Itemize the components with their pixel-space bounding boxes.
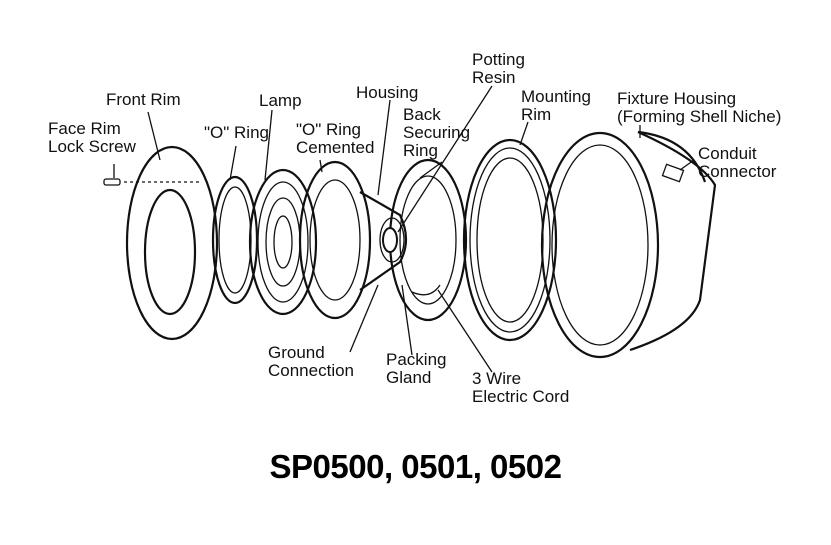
label-potting-resin: Potting Resin bbox=[472, 50, 525, 87]
mounting-rim-shape bbox=[462, 138, 558, 342]
fixture-housing-shape bbox=[540, 130, 717, 359]
label-mounting-rim: Mounting Rim bbox=[521, 87, 591, 124]
label-back-securing-ring: Back Securing Ring bbox=[403, 105, 471, 160]
model-numbers-title: SP0500, 0501, 0502 bbox=[269, 448, 562, 485]
label-packing-gland: Packing Gland bbox=[386, 350, 447, 387]
housing-shape bbox=[359, 191, 408, 291]
lock-screw-shape bbox=[103, 178, 200, 186]
label-fixture-housing: Fixture Housing (Forming Shell Niche) bbox=[617, 89, 782, 126]
label-lamp: Lamp bbox=[259, 91, 302, 110]
label-housing: Housing bbox=[356, 83, 419, 102]
label-front-rim: Front Rim bbox=[106, 90, 181, 109]
leader-lines bbox=[113, 85, 695, 373]
lamp-shape bbox=[248, 168, 318, 316]
o-ring-cemented-shape bbox=[298, 160, 372, 320]
front-rim-shape bbox=[125, 145, 219, 341]
label-o-ring: "O" Ring bbox=[204, 123, 269, 142]
label-3-wire-electric-cord: 3 Wire Electric Cord bbox=[472, 369, 570, 406]
label-ground-connection: Ground Connection bbox=[268, 343, 355, 380]
label-o-ring-cemented: "O" Ring Cemented bbox=[296, 120, 375, 157]
label-face-rim-lock-screw: Face Rim Lock Screw bbox=[48, 119, 136, 156]
back-securing-ring-shape bbox=[388, 158, 468, 322]
label-conduit-connector: Conduit Connector bbox=[698, 144, 777, 181]
o-ring-shape bbox=[211, 175, 259, 305]
